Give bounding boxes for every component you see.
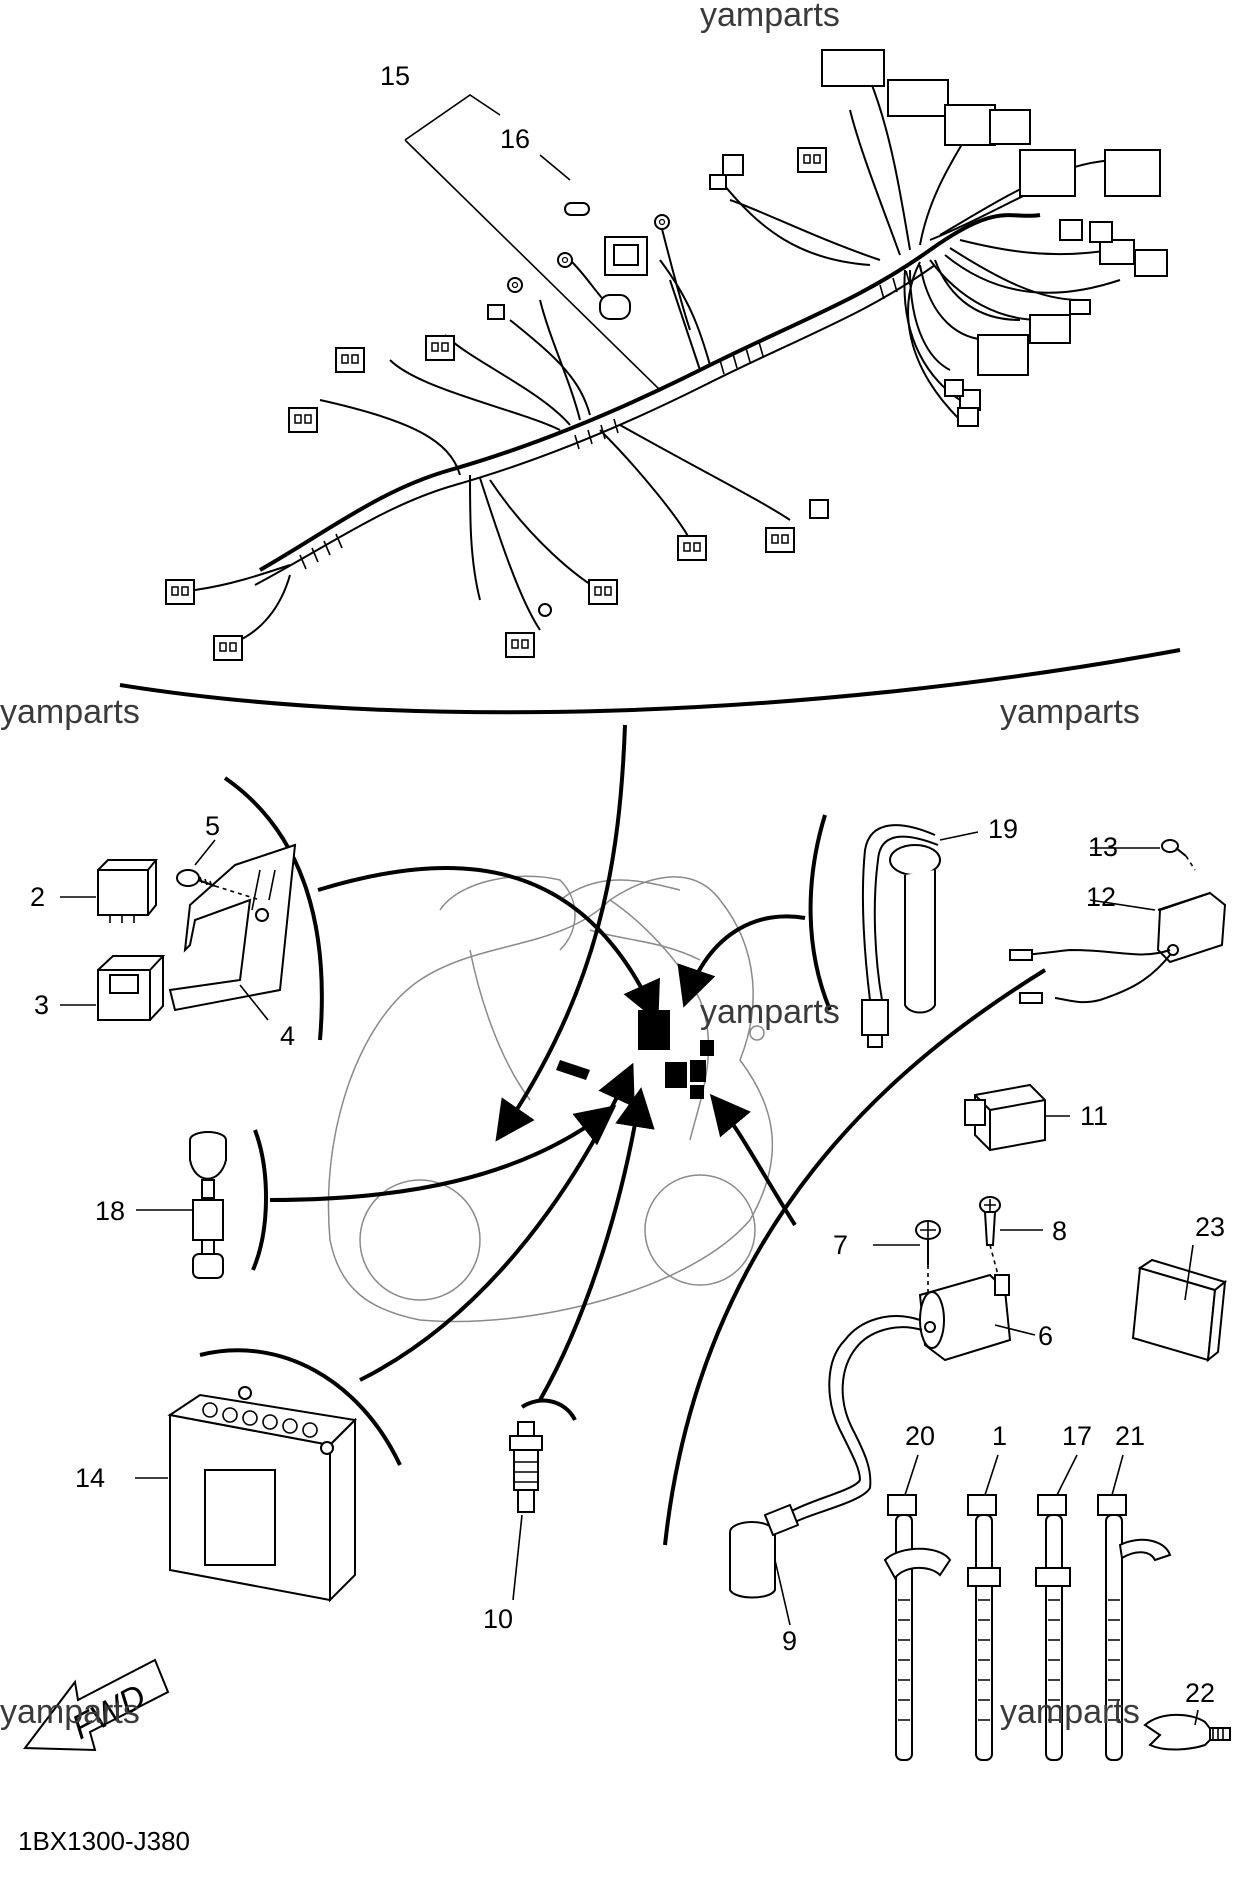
group-arcs [199, 776, 1047, 1546]
part-23-label [1131, 1258, 1228, 1363]
watermark-top: yamparts [700, 0, 840, 34]
watermark-center: yamparts [700, 993, 840, 1031]
part-6-ignition-coil [789, 1273, 1012, 1523]
diagram-code: 1BX1300-J380 [18, 1826, 190, 1856]
callout-numbers: 15 16 5 2 3 4 18 14 10 19 13 12 11 7 8 2… [30, 61, 1225, 1708]
part-1-cable-tie [967, 1494, 1001, 1761]
callout-10: 10 [483, 1604, 513, 1634]
callout-15-16-leader [404, 94, 661, 391]
part-3-relay-holder [97, 955, 166, 1021]
separator-arc [119, 648, 1181, 715]
callout-21: 21 [1115, 1421, 1145, 1451]
watermark-bottom-right: yamparts [1000, 1693, 1140, 1731]
callout-7: 7 [833, 1230, 848, 1260]
part-12-unit [1009, 891, 1227, 1004]
callout-12: 12 [1086, 882, 1116, 912]
part-2-relay [97, 859, 159, 923]
callout-13: 13 [1088, 832, 1118, 862]
part-11-relay [964, 1083, 1046, 1152]
watermarks: yamparts yamparts yamparts yamparts yamp… [0, 0, 1140, 1731]
locator-arrows [269, 724, 806, 1401]
callout-leaders [60, 831, 1199, 1726]
part-17-cable-tie [1035, 1494, 1071, 1761]
callout-1: 1 [992, 1421, 1007, 1451]
part-20-cable-tie [883, 1494, 952, 1761]
watermark-mid-right: yamparts [1000, 693, 1140, 731]
callout-20: 20 [905, 1421, 935, 1451]
part-5-screw [176, 869, 261, 901]
part-8-screw [979, 1196, 1001, 1276]
callout-11: 11 [1080, 1101, 1108, 1131]
callout-6: 6 [1038, 1321, 1053, 1351]
watermark-bottom-left: yamparts [0, 1693, 140, 1731]
callout-17: 17 [1062, 1421, 1092, 1451]
part-18-component [189, 1131, 227, 1279]
callout-19: 19 [988, 814, 1018, 844]
part-9-plug-cap [729, 1503, 800, 1599]
part-7-screw [915, 1220, 941, 1310]
wire-harness [165, 49, 1168, 661]
part-4-bracket [168, 843, 297, 1012]
callout-9: 9 [782, 1626, 797, 1656]
scooter-outline [327, 875, 774, 1323]
part-22-clamp [1143, 1713, 1231, 1751]
watermark-mid-left: yamparts [0, 693, 140, 731]
callout-14: 14 [75, 1463, 105, 1493]
part-10-sensor [509, 1421, 543, 1513]
callout-16: 16 [500, 124, 530, 154]
part-19-grip [861, 824, 941, 1048]
callout-23: 23 [1195, 1212, 1225, 1242]
callout-3: 3 [34, 990, 49, 1020]
callout-22: 22 [1185, 1678, 1215, 1708]
part-13-screw [1161, 839, 1196, 871]
callout-5: 5 [205, 811, 220, 841]
callout-8: 8 [1052, 1216, 1067, 1246]
part-14-battery [167, 1386, 358, 1603]
callout-18: 18 [95, 1196, 125, 1226]
callout-2: 2 [30, 882, 45, 912]
callout-15: 15 [380, 61, 410, 91]
callout-4: 4 [280, 1021, 295, 1051]
